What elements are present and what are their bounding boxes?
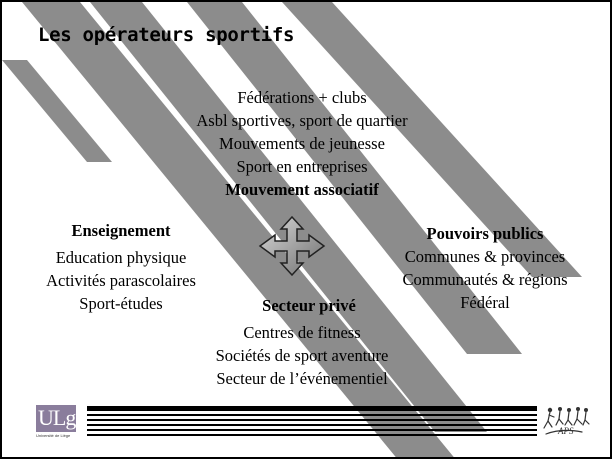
stripe-3 xyxy=(187,2,522,354)
left-heading: Enseignement xyxy=(71,221,171,240)
ulg-logo: ULg Université de Liège xyxy=(36,405,76,438)
center-line-3: Mouvements de jeunesse xyxy=(219,134,385,153)
left-line-3: Sport-études xyxy=(79,294,163,313)
left-line-2: Activités parascolaires xyxy=(46,271,196,290)
footer-rules xyxy=(87,406,537,440)
right-heading: Pouvoirs publics xyxy=(426,224,544,243)
four-way-arrow-icon xyxy=(258,216,326,276)
bottom-line-1: Centres de fitness xyxy=(243,323,361,342)
associative-block: Fédérations + clubs Asbl sportives, spor… xyxy=(172,86,432,201)
runners-logo-icon xyxy=(543,407,590,435)
center-line-4: Sport en entreprises xyxy=(236,157,368,176)
left-line-1: Education physique xyxy=(55,248,187,267)
center-heading: Mouvement associatif xyxy=(225,180,379,199)
bottom-line-3: Secteur de l’événementiel xyxy=(216,369,388,388)
stripe-2 xyxy=(90,2,487,432)
stripe-5 xyxy=(2,60,112,162)
private-sector-block: Secteur privé Centres de fitness Société… xyxy=(172,294,432,390)
bottom-heading: Secteur privé xyxy=(262,296,356,315)
center-line-1: Fédérations + clubs xyxy=(237,88,367,107)
right-line-1: Communes & provinces xyxy=(404,247,566,266)
stripe-4 xyxy=(282,2,582,277)
bottom-line-2: Sociétés de sport aventure xyxy=(215,346,389,365)
stripe-1 xyxy=(22,2,454,457)
aps-logo-text: APS xyxy=(558,426,574,436)
teaching-block: Enseignement Education physique Activité… xyxy=(32,219,210,315)
right-line-2: Communautés & régions xyxy=(402,270,568,289)
right-line-3: Fédéral xyxy=(460,293,510,312)
page-title: Les opérateurs sportifs xyxy=(38,24,295,46)
public-authorities-block: Pouvoirs publics Communes & provinces Co… xyxy=(382,222,588,314)
center-line-2: Asbl sportives, sport de quartier xyxy=(196,111,408,130)
